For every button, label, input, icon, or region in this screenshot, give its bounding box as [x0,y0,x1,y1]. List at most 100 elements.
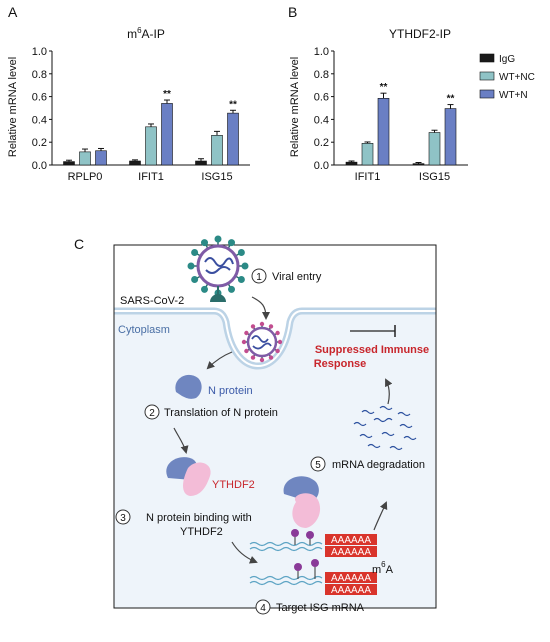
chart-a-ylabel: Relative mRNA level [7,57,19,157]
legend-label: WT+NC [499,72,535,83]
virus-spike-head [191,276,199,283]
chart-a-bar [79,151,91,166]
virus-spike-head [228,285,235,293]
chart-a-y-tick-label: 0.2 [32,137,47,149]
chart-b-bar [428,132,441,166]
complex-ythdf2-icon [183,462,211,496]
virus-spike-head [187,262,195,270]
internalized-virus-icon [241,321,283,363]
virus-spike-head [201,239,208,247]
chart-b-y-tick-label: 0.8 [314,69,329,81]
virus-spike-head [250,355,256,360]
chart-a-y-tick-label: 0.6 [32,92,47,104]
chart-a-category-label: ISG15 [201,171,232,183]
chart-b-y-tick-label: 0.0 [314,160,329,172]
chart-b-bar [361,143,374,166]
virus-spike-head [241,262,249,270]
cytoplasm-label: Cytoplasm [118,324,170,336]
n-protein-label: N protein [208,385,253,397]
chart-b-bar [444,108,457,166]
poly-a-text-4: AAAAAA [331,585,371,596]
step-3-line-1: N protein binding with [146,512,252,524]
step-5-badge [310,456,326,472]
sars-cov-2-virus-icon [187,235,249,302]
virus-spike-head [214,235,222,243]
chart-b-bar [377,98,390,166]
chart-b-y-tick-label: 0.2 [314,137,329,149]
chart-b-y-tick-label: 1.0 [314,46,329,58]
chart-a-category-label: IFIT1 [138,171,164,183]
chart-a-bar [227,112,239,166]
chart-a-bar [161,103,173,166]
chart-b: YTHDF2-IP Relative mRNA level 0.00.20.40… [289,27,468,183]
chart-a-y-tick-label: 0.4 [32,114,47,126]
virus-spike-head [237,276,245,283]
chart-b-category-label: IFIT1 [355,171,381,183]
degraded-mrna-fragments-icon [353,405,417,451]
chart-a-y-tick-label: 0.0 [32,160,47,172]
bound-ythdf2-icon [292,493,321,528]
chart-a-category-label: RPLP0 [68,171,103,183]
poly-a-box-1 [325,534,377,545]
legend-swatch [479,71,495,81]
chart-a-significance-mark: ** [229,99,237,110]
step-4-label: Target ISG mRNA [276,602,365,614]
chart-b-significance-mark: ** [447,94,455,105]
virus-spike-head [244,330,249,336]
arrow-translation [206,351,233,370]
virus-spike-head [244,348,249,354]
chart-a-bar [195,160,207,166]
suppressed-response-line-2: Response [314,358,367,370]
mechanism-diagram: SARS-CoV-2 Cytoplasm 1 Viral entry Suppr… [113,235,437,615]
virus-spike-head [275,330,280,336]
cell-membrane-inner [114,310,436,368]
chart-b-title: YTHDF2-IP [389,27,451,41]
chart-b-bar [345,161,358,166]
step-2-number: 2 [149,408,155,419]
arrow-degradation [373,501,388,531]
virus-spike-head [259,321,265,327]
panel-label-c: C [74,236,84,252]
chart-a-bar [129,160,141,166]
virus-spike-head [268,355,274,360]
virus-spike-head [191,249,199,256]
step-4-number: 4 [260,603,266,614]
arrow-entry [251,296,270,320]
virus-spike-head [241,339,247,345]
step-1-label: Viral entry [272,271,322,283]
step-5-number: 5 [315,460,321,471]
chart-b-category-label: ISG15 [419,171,450,183]
poly-a-box-2 [325,546,377,557]
extracellular-region [114,245,436,366]
arrow-suppression [385,378,393,405]
chart-a: m6A-IP Relative mRNA level 0.0 0.2 0.4 0.6 0… [7,26,250,183]
chart-a-title: m6A-IP [127,26,165,41]
poly-a-box-3 [325,572,377,583]
chart-a-y-tick-label: 0.8 [32,69,47,81]
sars-cov-2-label: SARS-CoV-2 [120,295,184,307]
m6a-label: m6A [372,560,394,576]
step-3-line-2: YTHDF2 [180,526,223,538]
suppressed-response-line-1: Suppressed Immunse [315,344,429,356]
chart-b-ylabel: Relative mRNA level [289,57,301,157]
chart-a-significance-mark: ** [163,89,171,100]
virus-spike-head [277,339,283,345]
chart-a-bar [145,126,157,166]
poly-a-text-1: AAAAAA [331,535,371,546]
step-3-badge [115,509,131,525]
arrow-target [231,541,258,564]
chart-b-y-tick-label: 0.6 [314,92,329,104]
virus-spike-head [250,324,256,329]
n-protein-shape-icon [175,374,202,399]
virus-spike-head [201,285,208,293]
virus-spike-head [237,249,245,256]
virus-spike-head [259,357,265,363]
poly-a-text-2: AAAAAA [331,547,371,558]
legend-swatch [479,53,495,63]
legend-swatch [479,89,495,99]
legend-label: WT+N [499,90,528,101]
virus-spike-head [275,348,280,354]
chart-a-bar [211,135,223,166]
